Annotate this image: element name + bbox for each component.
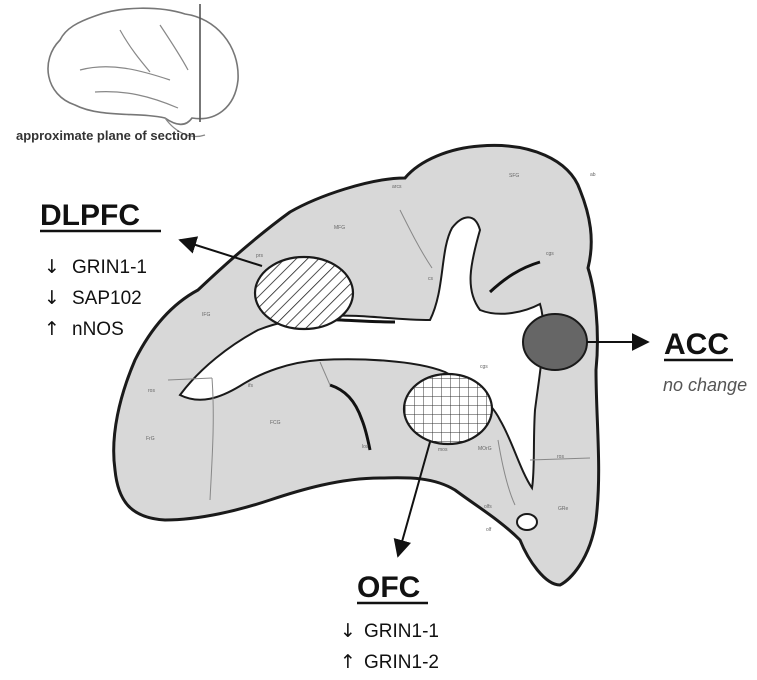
label-fcg: FCG (270, 420, 281, 426)
dlpfc-finding-3-gene: nNOS (72, 319, 124, 340)
label-ros: ros (148, 388, 155, 394)
label-mfg: MFG (334, 225, 345, 231)
acc-title: ACC (664, 328, 729, 361)
label-olf: olf (486, 527, 492, 533)
dlpfc-sample-region (255, 257, 353, 329)
ofc-sample-region (404, 374, 492, 444)
label-cgs: cgs (546, 251, 554, 257)
acc-note: no change (663, 375, 747, 395)
ofc-finding-1-arrow: ↓ (340, 620, 356, 642)
label-arcs: arcs (392, 184, 402, 190)
label-cs: cs (428, 276, 434, 282)
label-mos: mos (438, 447, 448, 453)
ofc-finding-1-gene: GRIN1-1 (364, 621, 439, 642)
label-lors: los (362, 444, 369, 450)
dlpfc-title: DLPFC (40, 199, 140, 232)
acc-sample-region (523, 314, 587, 370)
label-ab: ab (590, 172, 596, 178)
inset-brain-drawing (48, 4, 238, 136)
label-prs: prs (256, 253, 263, 259)
dlpfc-finding-2-arrow: ↓ (44, 287, 60, 309)
dlpfc-finding-1-arrow: ↓ (44, 256, 60, 278)
dlpfc-finding-1-gene: GRIN1-1 (72, 257, 147, 278)
label-cgs2: cgs (480, 364, 488, 370)
dlpfc-finding-3-arrow: ↑ (44, 318, 60, 340)
coronal-section (114, 145, 599, 585)
inset-caption: approximate plane of section (16, 128, 196, 143)
label-sfg: SFG (509, 173, 519, 179)
label-mog: MOrG (478, 446, 492, 452)
label-ifg: IFG (202, 312, 210, 318)
dlpfc-finding-2-gene: SAP102 (72, 288, 142, 309)
ofc-finding-2-gene: GRIN1-2 (364, 652, 439, 673)
label-ros2: ros (557, 454, 564, 460)
label-olfs: olfs (484, 504, 492, 510)
label-ifs: ifs (248, 383, 254, 389)
label-gre: GRe (558, 506, 569, 512)
ofc-finding-2-arrow: ↑ (340, 651, 356, 673)
ofc-title: OFC (357, 571, 420, 604)
label-frg: FrG (146, 436, 155, 442)
